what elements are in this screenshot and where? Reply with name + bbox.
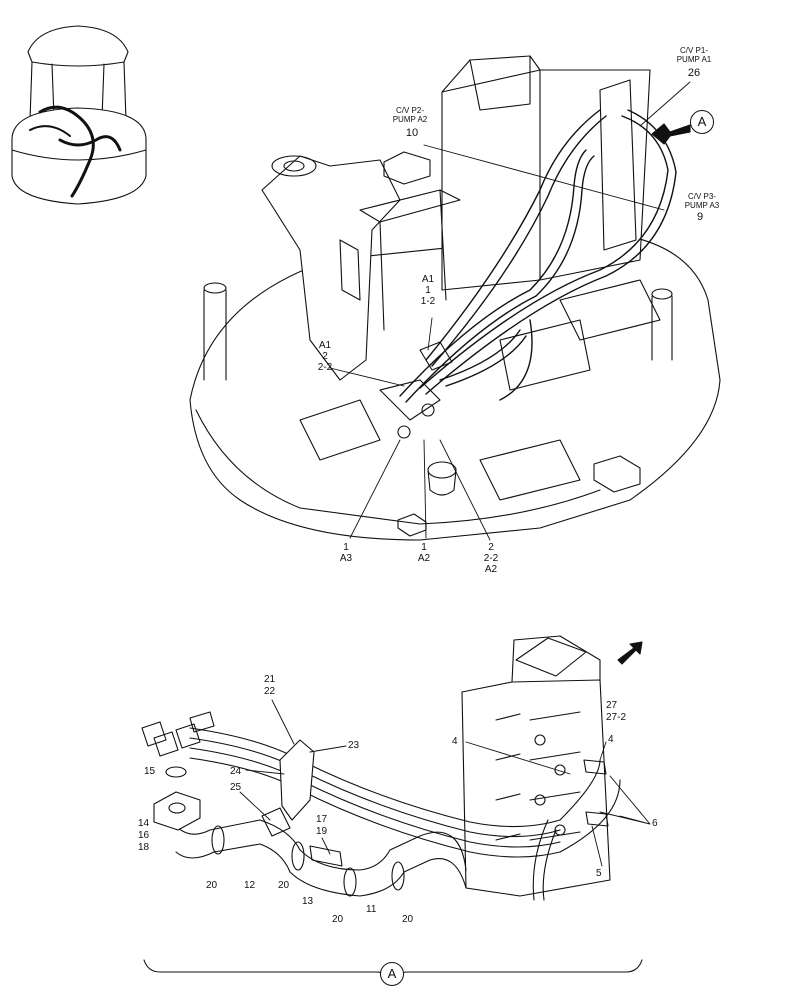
- callout-25: 25: [230, 782, 242, 793]
- callout-10: 10: [405, 127, 419, 139]
- callout-27-2: 27-2: [606, 712, 627, 723]
- callout-26: 26: [687, 67, 701, 79]
- pump-p2-line1: C/V P2-: [395, 106, 424, 115]
- callout-a1-mid: A1 2 2-2: [312, 340, 338, 373]
- callout-6: 6: [652, 818, 658, 829]
- callout-4-b: 4: [608, 734, 614, 745]
- callout-bottom-left-n: 1: [343, 542, 349, 553]
- callout-20-d: 20: [402, 914, 414, 925]
- lower-detail: [141, 635, 651, 983]
- callout-27: 27: [606, 700, 618, 711]
- machine-thumbnail: [11, 25, 147, 205]
- callout-12: 12: [244, 880, 256, 891]
- callout-a1-top-port: A1: [421, 274, 435, 285]
- callout-14: 14: [138, 818, 150, 829]
- pump-p3-line1: C/V P3-: [687, 192, 716, 201]
- callout-15: 15: [144, 766, 156, 777]
- callout-bottom-left: 1 A3: [336, 542, 356, 564]
- callout-23: 23: [348, 740, 360, 751]
- callout-9: 9: [696, 211, 704, 223]
- callout-20-b: 20: [278, 880, 290, 891]
- callout-20-a: 20: [206, 880, 218, 891]
- callout-bottom-mid-n: 1: [421, 542, 427, 553]
- callout-a1-top: A1 1 1-2: [416, 274, 440, 307]
- callout-bottom-right-port: A2: [484, 564, 498, 575]
- callout-24: 24: [230, 766, 242, 777]
- callout-20-c: 20: [332, 914, 344, 925]
- pump-p2-line2: PUMP A2: [392, 115, 428, 124]
- pump-p1-label: C/V P1- PUMP A1: [664, 46, 724, 64]
- callout-21: 21: [264, 674, 276, 685]
- upper-leaders: [329, 81, 691, 541]
- pump-p3-line2: PUMP A3: [684, 201, 720, 210]
- pump-p3-label: C/V P3- PUMP A3: [672, 192, 732, 210]
- callout-a1-top-n2: 1-2: [420, 296, 436, 307]
- pump-p2-label: C/V P2- PUMP A2: [380, 106, 440, 124]
- callout-5: 5: [596, 868, 602, 879]
- view-a-marker-lower: A: [380, 962, 404, 986]
- view-a-marker-upper: A: [690, 110, 714, 134]
- callout-bottom-right: 2 2-2 A2: [478, 542, 504, 575]
- callout-17: 17: [316, 814, 328, 825]
- callout-bottom-left-port: A3: [339, 553, 353, 564]
- callout-bottom-right-n1: 2: [488, 542, 494, 553]
- callout-19: 19: [316, 826, 328, 837]
- callout-22: 22: [264, 686, 276, 697]
- callout-a1-mid-n2: 2-2: [317, 362, 333, 373]
- callout-4-a: 4: [452, 736, 458, 747]
- pump-p1-line1: C/V P1-: [679, 46, 708, 55]
- pump-p1-line2: PUMP A1: [676, 55, 712, 64]
- callout-18: 18: [138, 842, 150, 853]
- callout-bottom-mid-port: A2: [417, 553, 431, 564]
- callout-11: 11: [366, 904, 377, 915]
- upper-hoses: [399, 109, 677, 403]
- callout-16: 16: [138, 830, 150, 841]
- callout-bottom-mid: 1 A2: [414, 542, 434, 564]
- view-a-arrow-upper: [651, 123, 691, 145]
- callout-bottom-right-n2: 2-2: [483, 553, 499, 564]
- callout-a1-top-n1: 1: [425, 285, 431, 296]
- callout-a1-mid-n1: 2: [322, 351, 328, 362]
- upper-frame: [189, 55, 721, 541]
- callout-13: 13: [302, 896, 314, 907]
- callout-a1-mid-port: A1: [318, 340, 332, 351]
